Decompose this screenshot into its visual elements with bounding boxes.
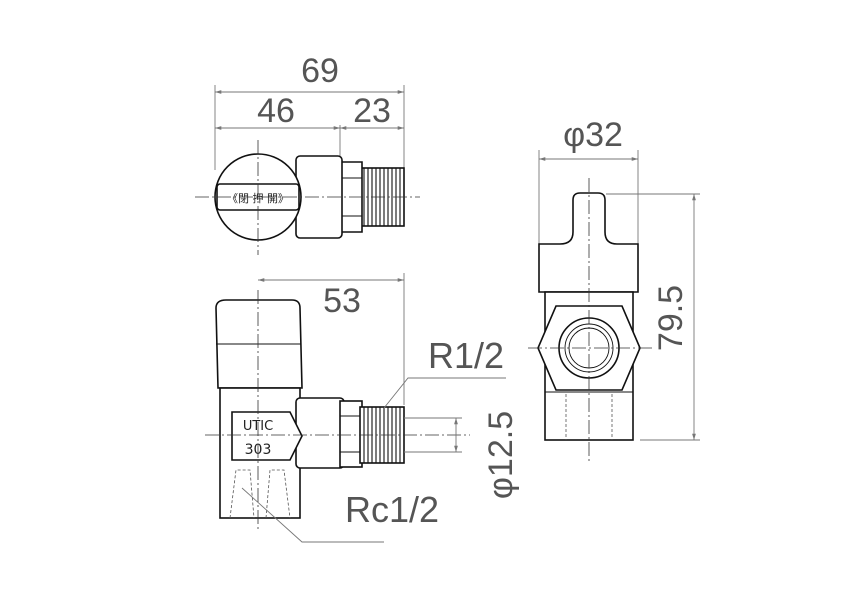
dim-69: 69 bbox=[301, 52, 339, 90]
dim-23: 23 bbox=[353, 92, 391, 130]
dim-46: 46 bbox=[257, 92, 295, 130]
dim-phi-32: φ32 bbox=[563, 116, 623, 154]
dim-phi-12-5: φ12.5 bbox=[482, 411, 520, 499]
top-view: 69 46 23 《閉 押 開》 bbox=[195, 52, 420, 255]
side-handle bbox=[538, 192, 639, 293]
label-rc1-2: Rc1/2 bbox=[345, 489, 439, 530]
brand-plate bbox=[231, 411, 303, 461]
label-r1-2: R1/2 bbox=[428, 335, 504, 376]
dim-53: 53 bbox=[323, 282, 361, 320]
front-view: 53 UTIC 303 φ12 bbox=[205, 273, 520, 543]
side-view: φ32 79.5 bbox=[528, 116, 700, 462]
dim-79-5: 79.5 bbox=[652, 285, 690, 351]
